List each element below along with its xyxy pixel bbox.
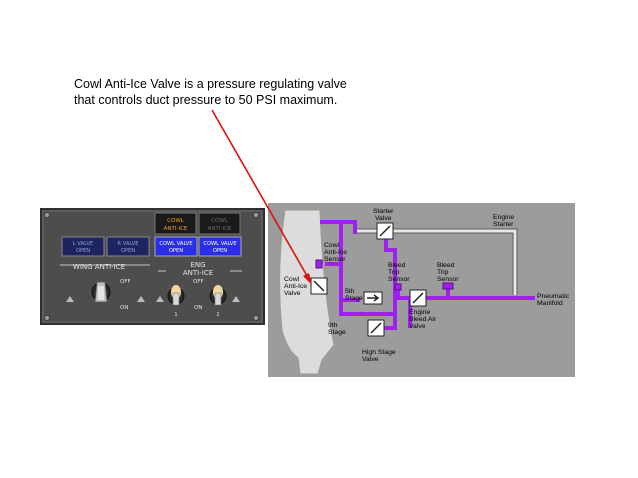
light-r-valve-open: R VALVE OPEN <box>106 236 150 257</box>
eng-1-label: 1 <box>174 312 177 318</box>
caption-line-1: Cowl Anti-Ice Valve is a pressure regula… <box>74 77 347 91</box>
caption-line-2: that controls duct pressure to 50 PSI ma… <box>74 93 338 107</box>
cowl-anti-ice-sensor <box>315 259 323 269</box>
engine-starter-label: Engine Starter <box>493 214 516 228</box>
bleed-trip-sensor-1 <box>394 283 402 291</box>
wing-off-label: OFF <box>120 279 131 285</box>
eng-arrow-marker-icon <box>232 296 240 302</box>
wing-on-label: ON <box>120 305 128 311</box>
eng-2-label: 2 <box>216 312 219 318</box>
annunciator-2-line-2: ANTI-ICE <box>208 226 232 232</box>
annunciator-cowl-anti-ice-2: COWL ANTI-ICE <box>198 212 241 235</box>
light-cowl-valve-open-2: COWL VALVE OPEN <box>198 236 242 257</box>
anti-ice-panel: COWL ANTI-ICE COWL ANTI-ICE L VALVE OPEN… <box>40 208 265 325</box>
annunciator-1-line-1: COWL <box>167 218 185 224</box>
eng-on-label: ON <box>194 305 202 311</box>
cowl-sensor-label: Cowl Anti-Ice Sensor <box>324 242 349 263</box>
annunciator-cowl-anti-ice-1: COWL ANTI-ICE <box>154 212 197 235</box>
bleed-trip-sensor-2 <box>442 282 454 290</box>
eng-off-label: OFF <box>193 279 204 285</box>
starter-valve-label: Starter Valve <box>373 208 395 222</box>
annunciator-2-line-1: COWL <box>211 218 229 224</box>
bleed-trip-sensor-1-label: Bleed Trip Sensor <box>388 262 410 283</box>
engine-bleed-air-valve <box>409 289 427 307</box>
light-l-valve-open: L VALVE OPEN <box>61 236 105 257</box>
l-valve-line-1: L VALVE <box>73 241 93 247</box>
ninth-stage-label: 9th Stage <box>328 322 346 336</box>
eng-1-anti-ice-switch[interactable] <box>167 285 185 306</box>
wing-arrow-marker-icon <box>137 296 145 302</box>
eng-2-anti-ice-switch[interactable] <box>209 285 227 306</box>
l-valve-line-2: OPEN <box>76 248 90 254</box>
wing-anti-ice-switch[interactable] <box>91 281 111 303</box>
r-valve-line-2: OPEN <box>121 248 135 254</box>
engine-bleed-air-valve-label: Engine Bleed Air Valve <box>409 309 438 330</box>
cowl-valve-1-line-1: COWL VALVE <box>159 241 192 247</box>
caption: Cowl Anti-Ice Valve is a pressure regula… <box>74 76 404 108</box>
cowl-valve-1-line-2: OPEN <box>169 248 183 254</box>
eng-arrow-marker-icon <box>156 296 164 302</box>
bleed-air-schematic: Starter Valve Engine Starter Cowl Anti-I… <box>268 203 575 377</box>
cowl-valve-label: Cowl Anti-Ice Valve <box>284 276 309 297</box>
eng-anti-ice-label: ANTI-ICE <box>183 269 213 277</box>
starter-duct <box>355 229 517 295</box>
high-stage-valve-label: High Stage Valve <box>362 349 398 363</box>
light-cowl-valve-open-1: COWL VALVE OPEN <box>154 236 198 257</box>
annunciator-1-line-2: ANTI-ICE <box>164 226 188 232</box>
cowl-valve-2-line-2: OPEN <box>213 248 227 254</box>
fifth-stage-check-valve <box>363 291 383 305</box>
starter-valve <box>376 222 394 240</box>
eng-label: ENG <box>190 261 205 269</box>
high-stage-valve <box>367 319 385 337</box>
r-valve-line-1: R VALVE <box>117 241 138 247</box>
bleed-trip-sensor-2-label: Bleed Trip Sensor <box>437 262 459 283</box>
wing-anti-ice-label: WING ANTI-ICE <box>73 263 125 271</box>
fifth-stage-label: 5th Stage <box>345 288 363 302</box>
cowl-anti-ice-valve <box>310 277 328 295</box>
callout-arrow-icon <box>211 109 312 285</box>
pneumatic-manifold-label: Pneumatic Manifold <box>537 293 571 307</box>
wing-arrow-marker-icon <box>66 296 74 302</box>
cowl-valve-2-line-1: COWL VALVE <box>203 241 236 247</box>
